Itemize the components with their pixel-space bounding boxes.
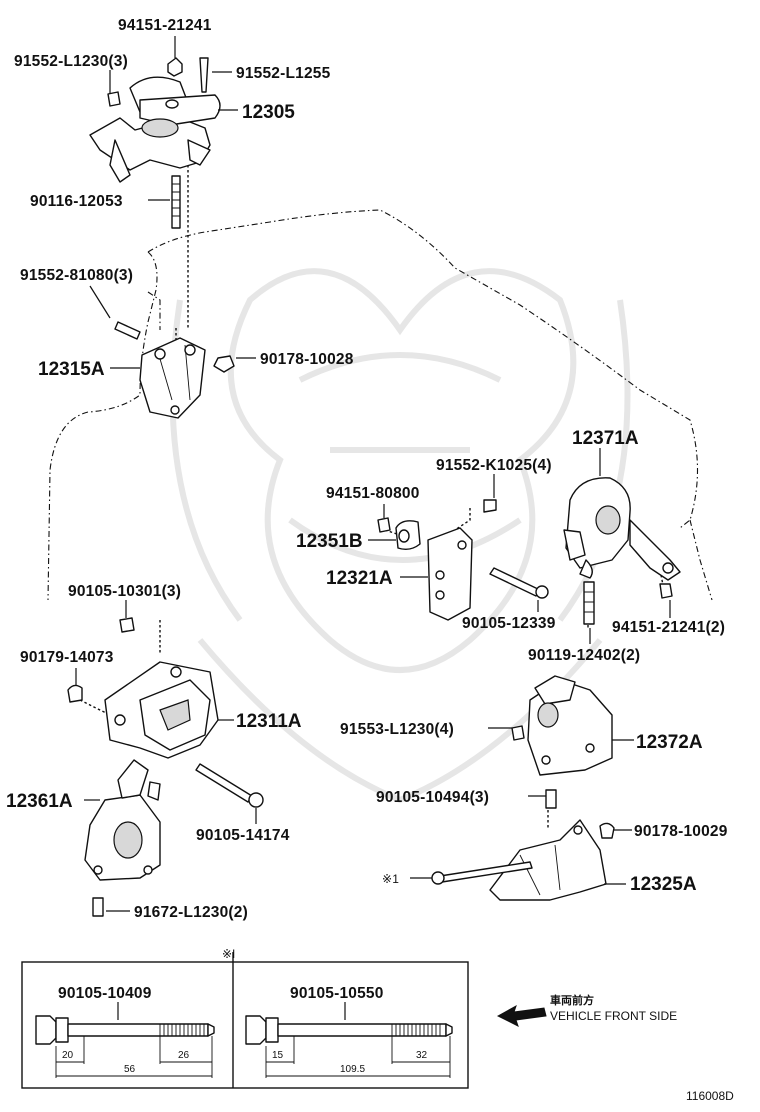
part-label-12361A: 12361A bbox=[6, 791, 73, 812]
dim-left-total: 56 bbox=[124, 1064, 136, 1075]
engine-mount-12361A-drawing bbox=[84, 759, 161, 917]
bolt-90105-10550-label: 90105-10550 bbox=[290, 985, 384, 1002]
part-label-91672-L1230-2: 91672-L1230(2) bbox=[134, 904, 248, 921]
bracket-12311A-drawing bbox=[67, 617, 264, 808]
bolt-detail-box: ※I 90105-10409 20 26 56 90105-10550 bbox=[21, 947, 469, 1089]
part-label-91552-L1255: 91552-L1255 bbox=[236, 65, 331, 82]
part-label-90105-12339: 90105-12339 bbox=[462, 615, 556, 632]
part-label-12311A: 12311A bbox=[236, 711, 302, 732]
detail-box-mark: ※I bbox=[222, 947, 235, 961]
part-label-90119-12402-2: 90119-12402(2) bbox=[528, 647, 640, 664]
direction-label-jp: 車両前方 bbox=[550, 993, 594, 1007]
part-label-12315A: 12315A bbox=[38, 359, 105, 380]
part-label-90116-12053: 90116-12053 bbox=[30, 193, 123, 210]
bolt-90105-10550-detail: 90105-10550 15 32 109.5 bbox=[245, 985, 453, 1078]
part-label-90105-14174: 90105-14174 bbox=[196, 827, 290, 844]
bracket-12321A-drawing bbox=[377, 499, 549, 621]
part-label-91553-L1230-4: 91553-L1230(4) bbox=[340, 721, 454, 738]
bolt-90105-10409-detail: 90105-10409 20 26 56 bbox=[35, 985, 215, 1078]
part-label-12305: 12305 bbox=[242, 102, 295, 123]
engine-mount-12371A-drawing bbox=[563, 477, 681, 625]
part-label-90178-10029: 90178-10029 bbox=[634, 823, 728, 840]
part-label-90105-10494-3: 90105-10494(3) bbox=[376, 789, 489, 806]
part-label-12325A: 12325A bbox=[630, 874, 697, 895]
dim-left-tip: 26 bbox=[178, 1050, 190, 1061]
part-label-12372A: 12372A bbox=[636, 732, 703, 753]
leader-lines bbox=[75, 36, 671, 912]
dim-right-total: 109.5 bbox=[340, 1064, 365, 1075]
engine-outline bbox=[47, 209, 713, 601]
callout-mark-1: ※1 bbox=[382, 872, 399, 886]
part-label-94151-80800: 94151-80800 bbox=[326, 485, 420, 502]
direction-label-en: VEHICLE FRONT SIDE bbox=[550, 1009, 677, 1023]
figure-id: 116008D bbox=[686, 1089, 734, 1103]
part-label-12351B: 12351B bbox=[296, 531, 363, 552]
part-label-90179-14073: 90179-14073 bbox=[20, 649, 114, 666]
part-label-91552-81080-3: 91552-81080(3) bbox=[20, 267, 133, 284]
part-label-94151-21241-top: 94151-21241 bbox=[118, 17, 212, 34]
part-label-90178-10028: 90178-10028 bbox=[260, 351, 354, 368]
bolt-90105-10409-label: 90105-10409 bbox=[58, 985, 152, 1002]
part-label-91552-K1025-4: 91552-K1025(4) bbox=[436, 457, 552, 474]
part-label-94151-21241-2: 94151-21241(2) bbox=[612, 619, 725, 636]
dim-right-thread: 15 bbox=[272, 1050, 284, 1061]
bracket-12315A-drawing bbox=[114, 321, 235, 419]
part-labels: 94151-21241 91552-L1230(3) 91552-L1255 1… bbox=[6, 17, 728, 921]
part-label-90105-10301-3: 90105-10301(3) bbox=[68, 583, 181, 600]
vehicle-front-indicator: 車両前方 VEHICLE FRONT SIDE bbox=[496, 993, 677, 1027]
part-label-12371A: 12371A bbox=[572, 428, 639, 449]
part-label-12321A: 12321A bbox=[326, 568, 393, 589]
engine-mount-12372A-drawing bbox=[511, 675, 613, 809]
dim-left-thread: 20 bbox=[62, 1050, 74, 1061]
engine-mount-12305-drawing bbox=[89, 57, 221, 229]
bracket-12325A-drawing bbox=[431, 819, 615, 901]
dim-right-tip: 32 bbox=[416, 1050, 428, 1061]
front-arrow-icon bbox=[496, 1004, 547, 1027]
part-label-91552-L1230-3: 91552-L1230(3) bbox=[14, 53, 128, 70]
